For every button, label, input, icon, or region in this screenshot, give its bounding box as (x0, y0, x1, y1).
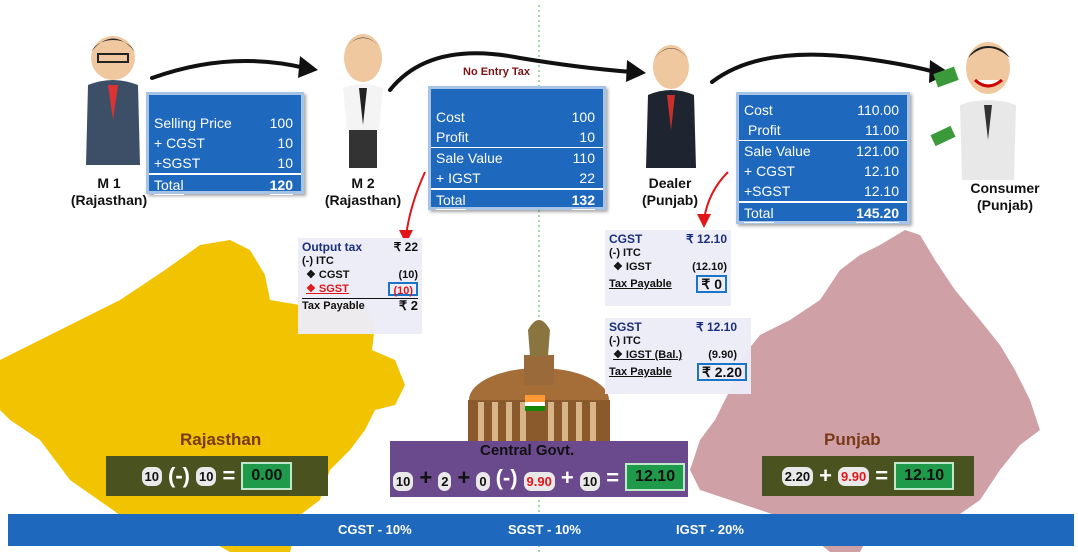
central-govt-label: Central Govt. (480, 442, 575, 459)
rajasthan-region-label: Rajasthan (180, 430, 262, 449)
central-govt-equation: 10 + 2 + 0 (-) 9.90 + 10 = 12.10 (390, 441, 688, 497)
punjab-region-label: Punjab (824, 430, 881, 449)
dealer-person-icon (646, 45, 696, 168)
m2-name: M 2 (351, 175, 375, 191)
m2-place: (Rajasthan) (324, 192, 402, 208)
tax-rate-banner: CGST - 10% SGST - 10% IGST - 20% (8, 514, 1074, 546)
consumer-place: (Punjab) (977, 197, 1033, 213)
cgst-rate: CGST - 10% (338, 522, 412, 537)
m1-label: M 1 (Rajasthan) (64, 175, 154, 209)
consumer-person-icon (930, 42, 1016, 180)
m1-person-icon (86, 36, 140, 165)
no-entry-tax-label: No Entry Tax (463, 66, 531, 78)
m2-label: M 2 (Rajasthan) (318, 175, 408, 209)
sgst-rate: SGST - 10% (508, 522, 581, 537)
arrow-m1-m2 (150, 58, 307, 80)
igst-rate: IGST - 20% (676, 522, 744, 537)
consumer-label: Consumer (Punjab) (955, 180, 1055, 214)
dealer-place: (Punjab) (642, 192, 698, 208)
parliament-building (468, 320, 610, 444)
m1-place: (Rajasthan) (70, 192, 148, 208)
punjab-equation: 2.20 + 9.90 = 12.10 (762, 456, 974, 496)
consumer-name: Consumer (970, 180, 1040, 196)
arrow-m2-dealer (388, 51, 634, 92)
m2-tax-calculation: Output tax₹ 22 (-) ITC ❖ CGST(10) ❖ SGST… (298, 238, 422, 334)
dealer-sgst-calculation: SGST₹ 12.10 (-) ITC ❖ IGST (Bal.)(9.90) … (605, 318, 751, 394)
dealer-label: Dealer (Punjab) (625, 175, 715, 209)
dealer-cgst-calculation: CGST₹ 12.10 (-) ITC ❖ IGST(12.10) Tax Pa… (605, 230, 731, 306)
rajasthan-equation: 10 (-) 10 = 0.00 (106, 456, 328, 496)
dealer-name: Dealer (648, 175, 692, 191)
red-arrow-m2 (405, 171, 426, 237)
arrow-dealer-consumer (710, 52, 937, 84)
m2-person-icon (343, 34, 383, 168)
m1-name: M 1 (97, 175, 121, 191)
